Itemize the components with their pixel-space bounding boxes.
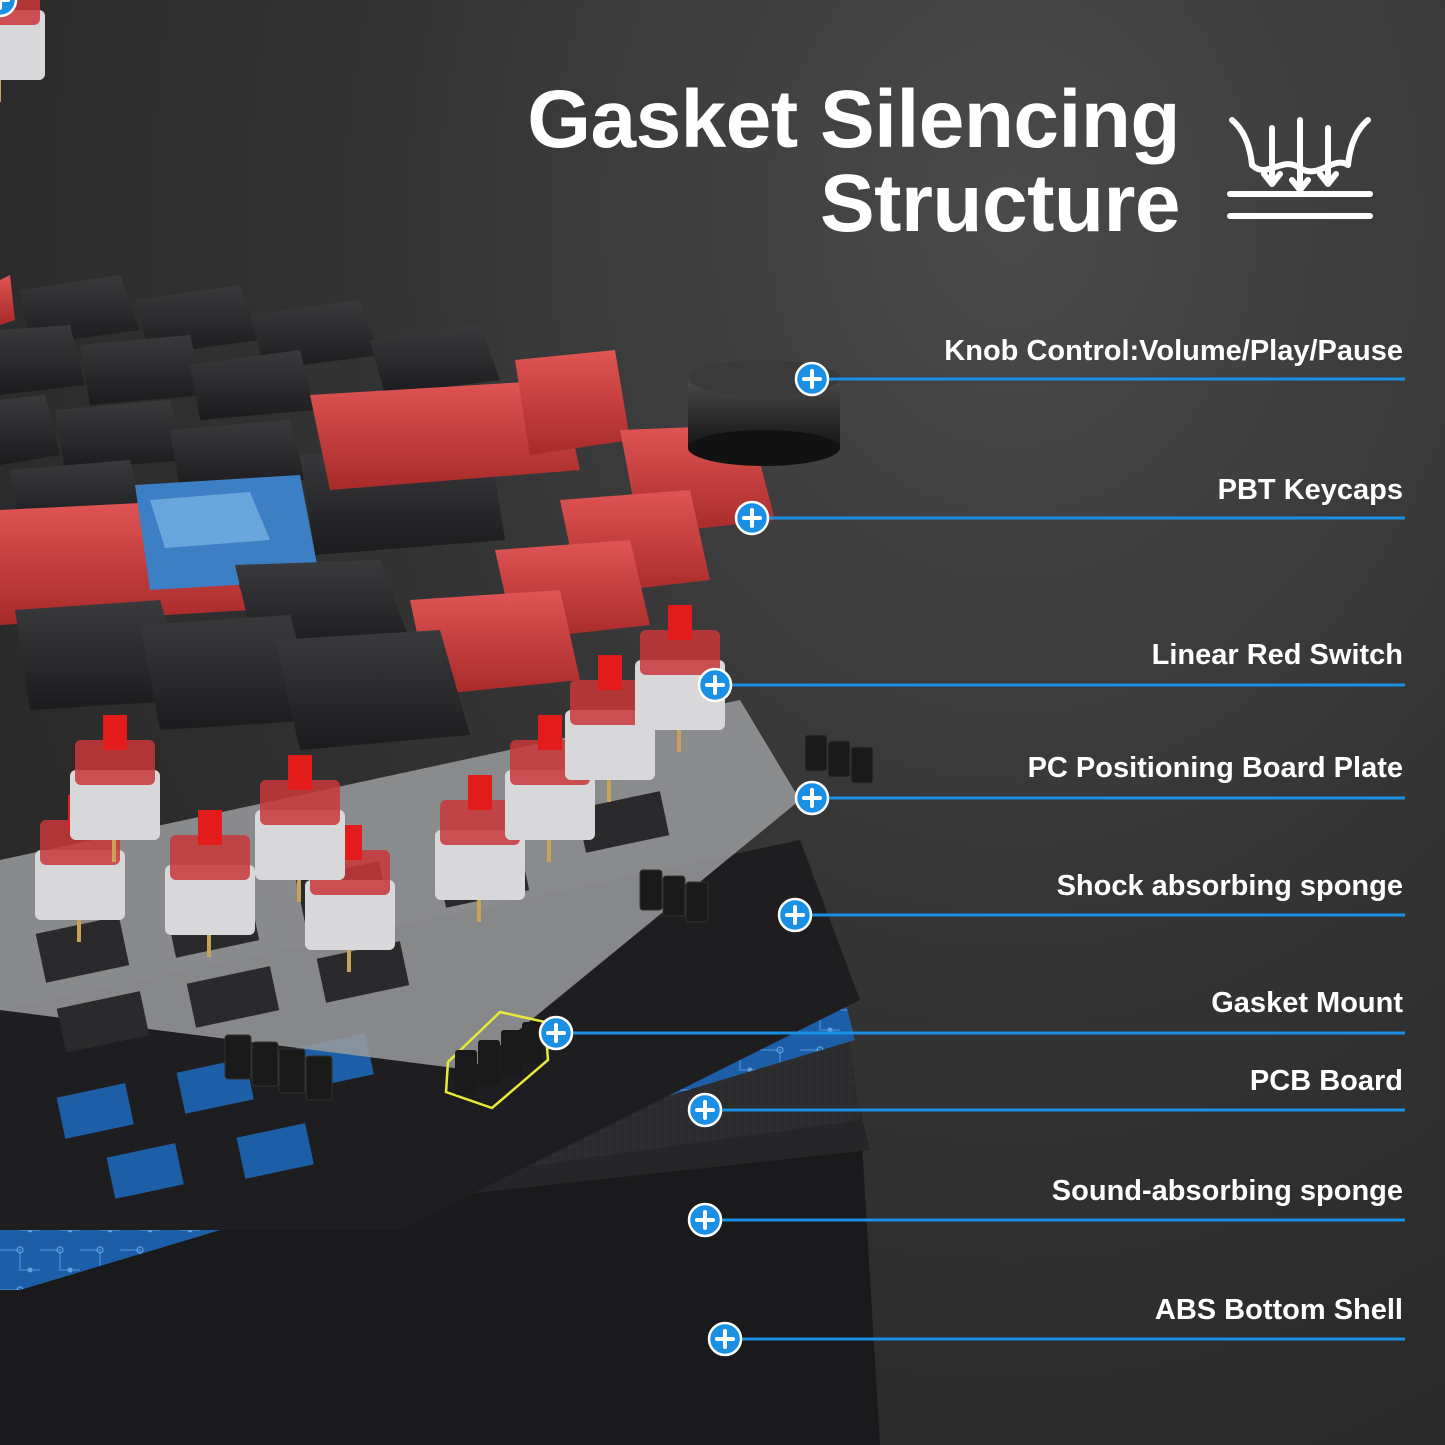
highlighted-gasket-mount (444, 1010, 550, 1110)
layer-label-plate: PC Positioning Board Plate (1027, 752, 1403, 784)
gasket-mounts (224, 734, 874, 1110)
layer-label-gasket: Gasket Mount (1211, 987, 1403, 1019)
title-line-1: Gasket Silencing (527, 74, 1180, 165)
layer-label-pcb: PCB Board (1249, 1065, 1403, 1097)
pbt-keycaps (0, 275, 775, 750)
layer-label-switch: Linear Red Switch (1151, 639, 1403, 671)
volume-knob (688, 360, 840, 466)
layer-label-sound-sponge: Sound-absorbing sponge (1051, 1175, 1403, 1207)
layer-label-keycaps: PBT Keycaps (1217, 474, 1403, 506)
layer-label-shell: ABS Bottom Shell (1154, 1294, 1403, 1326)
layer-label-knob: Knob Control:Volume/Play/Pause (944, 335, 1403, 367)
title-line-2: Structure (819, 158, 1181, 249)
layer-label-shock-sponge: Shock absorbing sponge (1056, 870, 1403, 902)
gasket-silencing-icon (1227, 117, 1373, 219)
page-title: Gasket Silencing Structure (527, 78, 1180, 246)
